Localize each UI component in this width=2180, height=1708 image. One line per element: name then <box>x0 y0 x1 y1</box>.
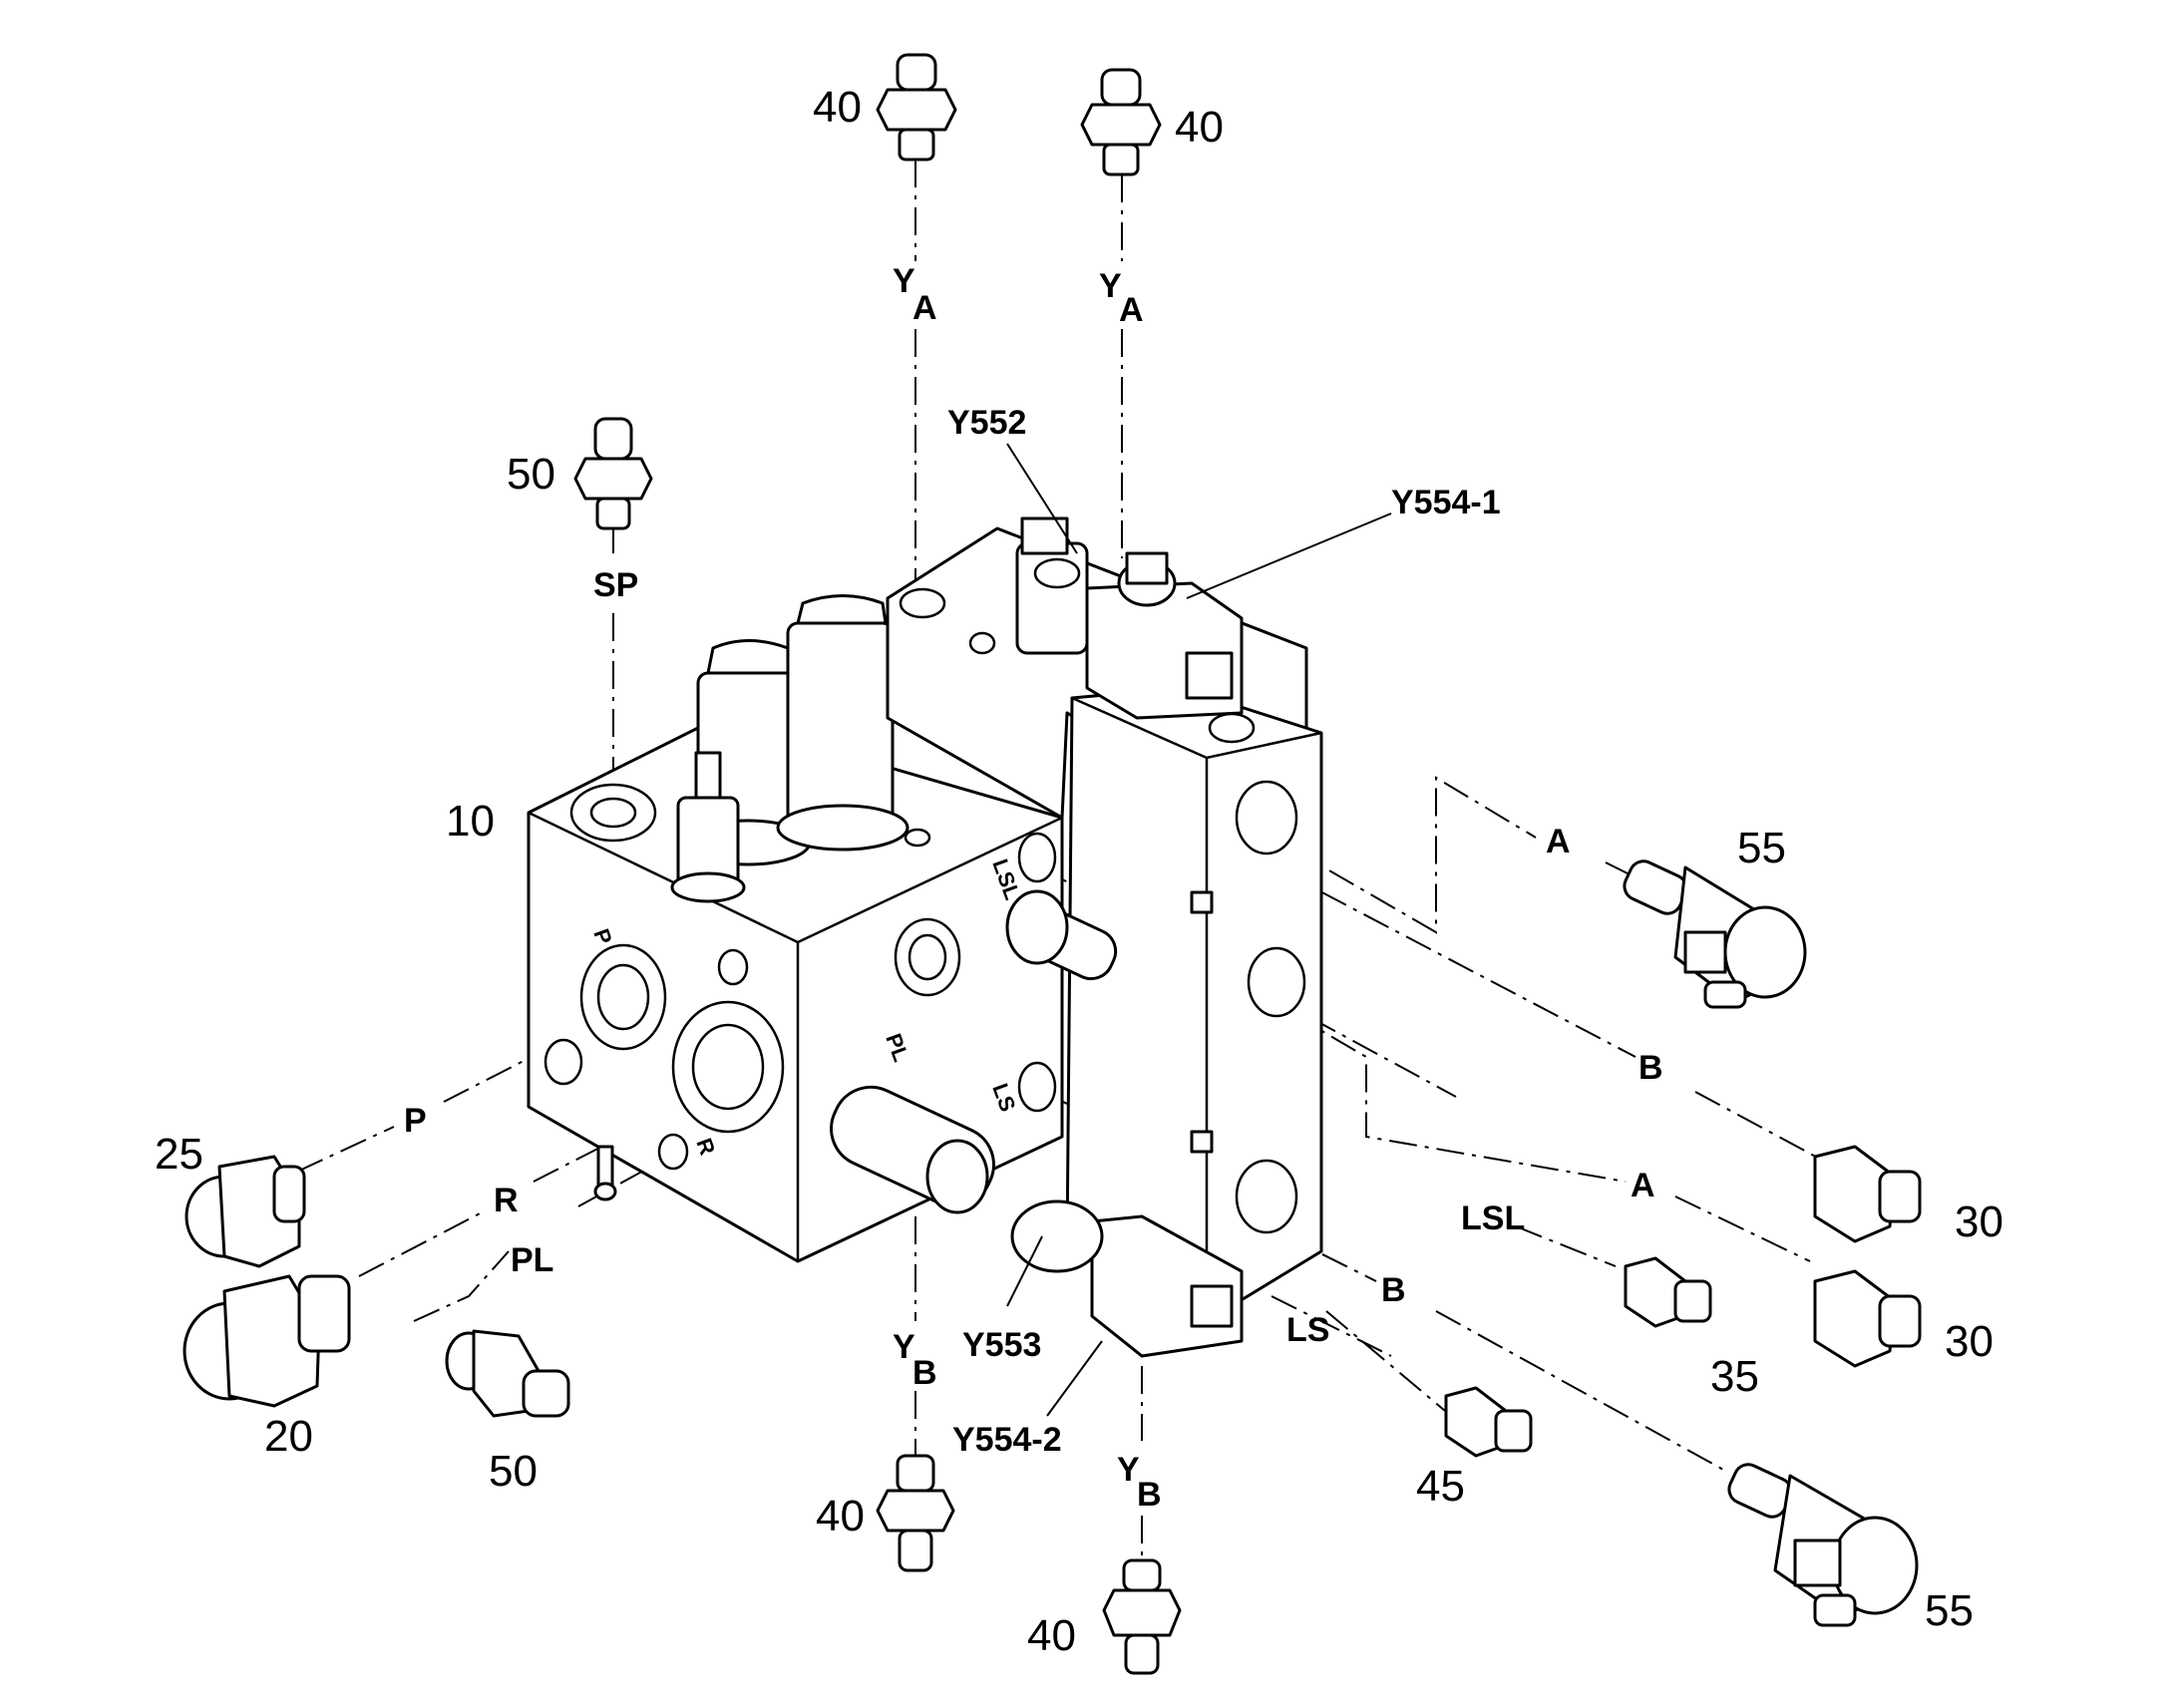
component-label-y553: Y553 <box>962 1326 1041 1364</box>
component-label-y554-1: Y554-1 <box>1391 484 1501 521</box>
leader-lines <box>1006 443 1392 1417</box>
fitting-40-bottom-left <box>876 1454 955 1572</box>
line-label-ls: LS <box>1286 1311 1329 1349</box>
item-number-30: 30 <box>1955 1197 2003 1246</box>
item-number-40: 40 <box>1027 1611 1076 1660</box>
line-label-sp: SP <box>593 566 638 604</box>
fitting-55-bottom <box>1727 1463 1919 1627</box>
component-label-y554-2: Y554-2 <box>952 1421 1062 1459</box>
line-label-p: P <box>404 1102 427 1140</box>
fitting-40-top-right <box>1080 68 1162 176</box>
line-label-b: B <box>1381 1271 1406 1309</box>
line-label-a: A <box>1546 823 1571 860</box>
item-number-10: 10 <box>446 797 495 846</box>
item-number-50: 50 <box>507 450 555 499</box>
solenoid-y554-1 <box>1085 551 1244 720</box>
line-label-y: Y <box>893 262 915 300</box>
line-label-pl: PL <box>511 1241 553 1279</box>
item-number-20: 20 <box>264 1412 313 1461</box>
line-label-sub-b: B <box>1137 1476 1162 1514</box>
line-label-y: Y <box>1117 1451 1140 1489</box>
fitting-45 <box>1444 1386 1533 1458</box>
item-number-25: 25 <box>155 1130 203 1179</box>
item-number-40: 40 <box>813 83 862 132</box>
fitting-25 <box>184 1155 306 1268</box>
item-number-45: 45 <box>1416 1462 1465 1511</box>
line-label-lsl: LSL <box>1461 1199 1525 1237</box>
line-label-b: B <box>1638 1049 1663 1087</box>
item-number-55: 55 <box>1925 1586 1974 1635</box>
item-number-40: 40 <box>816 1492 865 1540</box>
fitting-55-top <box>1623 859 1807 1009</box>
line-label-y: Y <box>893 1328 915 1366</box>
line-label-y: Y <box>1099 267 1122 305</box>
fitting-40-top-left <box>876 53 957 162</box>
fitting-35 <box>1624 1256 1712 1328</box>
fitting-50-pl <box>445 1329 570 1418</box>
cartridge-valves <box>670 594 909 903</box>
line-label-sub-a: A <box>1119 291 1144 329</box>
solenoid-y554-2 <box>1090 1214 1244 1358</box>
fitting-20 <box>182 1274 351 1408</box>
component-label-y552: Y552 <box>947 404 1026 442</box>
item-number-50: 50 <box>489 1447 538 1496</box>
side-cartridge <box>1005 889 1118 981</box>
line-label-sub-b: B <box>912 1354 937 1392</box>
line-label-r: R <box>494 1182 519 1219</box>
fitting-50-sp <box>573 417 653 530</box>
line-label-sub-a: A <box>912 289 937 327</box>
fitting-40-bottom-right <box>1102 1558 1182 1675</box>
item-number-40: 40 <box>1175 103 1224 152</box>
solenoid-y553 <box>593 1085 1104 1273</box>
fitting-30-lower <box>1813 1269 1922 1368</box>
fitting-30-upper <box>1813 1145 1922 1243</box>
item-number-55: 55 <box>1737 824 1786 872</box>
item-number-30: 30 <box>1945 1317 1994 1366</box>
line-label-a: A <box>1631 1167 1655 1204</box>
item-number-35: 35 <box>1710 1352 1759 1401</box>
